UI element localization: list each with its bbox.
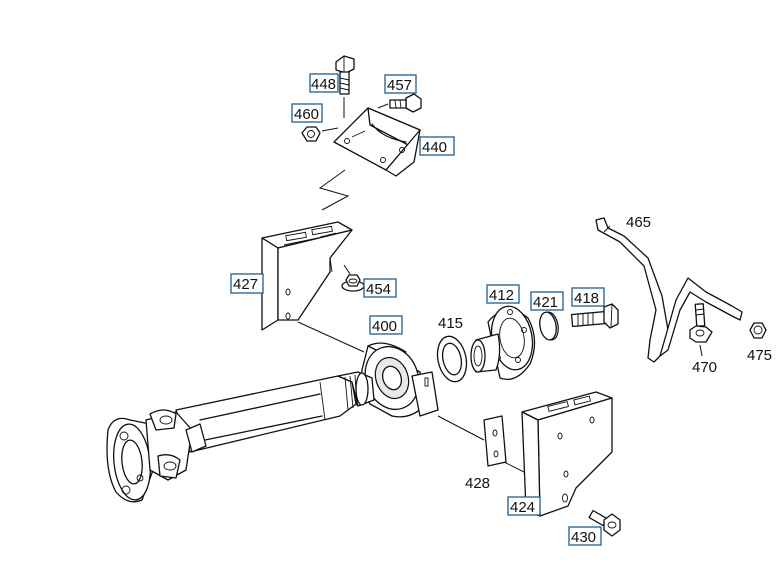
screw-470[interactable] <box>689 303 713 343</box>
callout-457-text: 457 <box>387 77 412 94</box>
callout-448-text: 448 <box>311 76 336 93</box>
callout-465[interactable]: 465 <box>626 214 651 231</box>
callout-424[interactable]: 424 <box>507 496 541 516</box>
callout-440[interactable]: 440 <box>419 136 455 156</box>
center-bearing-400[interactable] <box>357 339 439 418</box>
plate-428[interactable] <box>483 415 507 467</box>
callout-427-text: 427 <box>233 276 258 293</box>
callout-465-text: 465 <box>626 214 651 231</box>
callout-440-text: 440 <box>422 139 447 156</box>
callout-475[interactable]: 475 <box>747 347 772 364</box>
nut-460[interactable] <box>301 126 321 142</box>
bolt-418[interactable] <box>570 303 619 329</box>
drive-shaft[interactable] <box>175 371 375 453</box>
callout-428[interactable]: 428 <box>465 475 490 492</box>
callout-475-text: 475 <box>747 347 772 364</box>
bracket-427[interactable] <box>261 221 353 331</box>
washer-421[interactable] <box>538 311 561 341</box>
bracket-424[interactable] <box>521 391 613 517</box>
bracket-440[interactable] <box>333 107 421 177</box>
callout-400[interactable]: 400 <box>369 315 403 335</box>
bolt-430[interactable] <box>588 509 621 537</box>
callout-457[interactable]: 457 <box>384 74 417 94</box>
universal-joint[interactable] <box>106 409 207 503</box>
callout-470[interactable]: 470 <box>692 359 717 376</box>
bolt-457[interactable] <box>389 93 422 113</box>
strap-465[interactable] <box>595 217 743 363</box>
callout-470-text: 470 <box>692 359 717 376</box>
callout-418[interactable]: 418 <box>571 287 605 307</box>
callout-400-text: 400 <box>372 318 397 335</box>
nut-475[interactable] <box>749 322 767 339</box>
callout-424-text: 424 <box>510 499 535 516</box>
bolt-448[interactable] <box>335 55 355 95</box>
nut-454[interactable] <box>341 274 365 292</box>
callout-415-text: 415 <box>438 315 463 332</box>
callout-430[interactable]: 430 <box>568 526 602 546</box>
callout-454-text: 454 <box>366 281 391 298</box>
callout-415[interactable]: 415 <box>438 315 463 332</box>
callout-460-text: 460 <box>294 106 319 123</box>
callout-430-text: 430 <box>571 529 596 546</box>
callout-412[interactable]: 412 <box>486 284 520 304</box>
callout-421-text: 421 <box>533 294 558 311</box>
callout-427[interactable]: 427 <box>230 273 264 294</box>
callout-421[interactable]: 421 <box>530 291 564 311</box>
callout-412-text: 412 <box>489 287 514 304</box>
callout-460[interactable]: 460 <box>291 103 323 123</box>
callout-418-text: 418 <box>574 290 599 307</box>
callout-428-text: 428 <box>465 475 490 492</box>
washer-415[interactable] <box>434 334 471 385</box>
callout-454[interactable]: 454 <box>363 278 397 298</box>
callout-448[interactable]: 448 <box>309 73 339 93</box>
flange-412[interactable] <box>470 303 537 381</box>
